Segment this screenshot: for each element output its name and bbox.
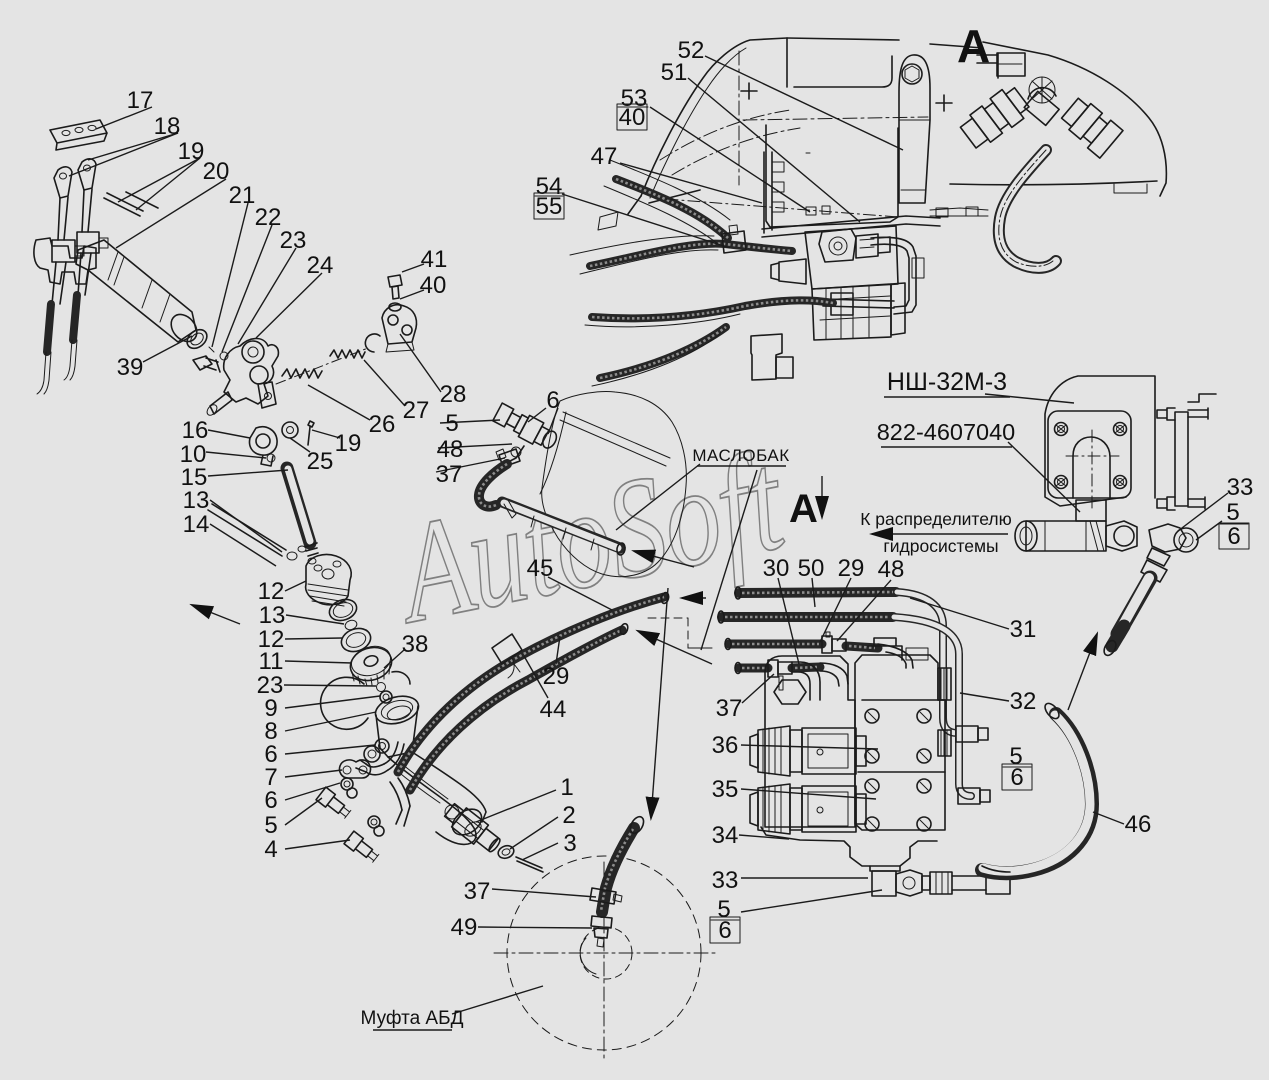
svg-text:35: 35 (712, 776, 739, 803)
svg-text:14: 14 (183, 511, 210, 538)
svg-text:40: 40 (619, 104, 646, 131)
svg-text:НШ-32М-3: НШ-32М-3 (887, 368, 1007, 396)
svg-text:29: 29 (543, 663, 570, 690)
svg-text:16: 16 (182, 417, 209, 444)
svg-text:50: 50 (798, 555, 825, 582)
svg-text:17: 17 (127, 87, 154, 114)
svg-text:6: 6 (546, 387, 559, 414)
svg-text:36: 36 (712, 732, 739, 759)
svg-text:13: 13 (259, 602, 286, 629)
svg-text:41: 41 (421, 246, 448, 273)
svg-text:822-4607040: 822-4607040 (877, 419, 1016, 445)
svg-text:46: 46 (1125, 811, 1152, 838)
svg-text:3: 3 (563, 830, 576, 857)
svg-text:11: 11 (259, 648, 284, 675)
svg-text:49: 49 (451, 914, 478, 941)
svg-text:5: 5 (1009, 743, 1022, 770)
svg-text:32: 32 (1010, 688, 1037, 715)
svg-text:28: 28 (440, 381, 467, 408)
svg-text:13: 13 (183, 487, 210, 514)
svg-text:31: 31 (1010, 616, 1037, 643)
svg-text:24: 24 (307, 252, 334, 279)
svg-text:48: 48 (878, 556, 905, 583)
svg-text:23: 23 (280, 227, 307, 254)
svg-text:18: 18 (154, 113, 181, 140)
svg-text:МАСЛОБАК: МАСЛОБАК (692, 446, 789, 465)
svg-text:12: 12 (258, 578, 285, 605)
svg-text:38: 38 (402, 631, 429, 658)
svg-text:27: 27 (403, 397, 430, 424)
svg-text:5: 5 (717, 896, 730, 923)
svg-text:37: 37 (436, 461, 463, 488)
svg-text:5: 5 (264, 812, 277, 839)
svg-text:39: 39 (117, 354, 144, 381)
svg-text:51: 51 (661, 59, 688, 86)
svg-text:33: 33 (1227, 474, 1254, 501)
svg-text:6: 6 (718, 917, 731, 944)
svg-text:6: 6 (1227, 523, 1240, 550)
svg-text:44: 44 (540, 696, 567, 723)
svg-text:23: 23 (257, 672, 284, 699)
svg-text:26: 26 (369, 411, 396, 438)
svg-text:20: 20 (203, 158, 230, 185)
svg-text:21: 21 (229, 182, 256, 209)
svg-text:8: 8 (264, 718, 277, 745)
svg-text:9: 9 (264, 695, 277, 722)
svg-text:5: 5 (445, 410, 458, 437)
svg-text:6: 6 (1010, 764, 1023, 791)
svg-text:19: 19 (335, 430, 362, 457)
svg-text:37: 37 (716, 695, 743, 722)
svg-text:7: 7 (264, 764, 277, 791)
svg-text:29: 29 (838, 555, 865, 582)
svg-text:6: 6 (264, 741, 277, 768)
svg-text:12: 12 (258, 626, 285, 653)
svg-text:1: 1 (560, 774, 573, 801)
svg-text:40: 40 (420, 272, 447, 299)
svg-text:19: 19 (178, 138, 205, 165)
svg-text:33: 33 (712, 867, 739, 894)
svg-text:2: 2 (562, 802, 575, 829)
svg-text:45: 45 (527, 555, 554, 582)
svg-text:К распределителю: К распределителю (860, 509, 1011, 529)
svg-text:10: 10 (180, 441, 207, 468)
svg-text:52: 52 (678, 37, 705, 64)
svg-text:6: 6 (264, 787, 277, 814)
svg-text:48: 48 (437, 436, 464, 463)
svg-text:25: 25 (307, 448, 334, 475)
svg-text:55: 55 (536, 193, 563, 220)
svg-text:A: A (789, 487, 818, 531)
svg-text:37: 37 (464, 878, 491, 905)
svg-text:A: A (957, 20, 990, 72)
svg-text:47: 47 (591, 143, 618, 170)
svg-text:22: 22 (255, 204, 282, 231)
svg-text:4: 4 (264, 836, 277, 863)
svg-text:34: 34 (712, 822, 739, 849)
svg-text:гидросистемы: гидросистемы (883, 536, 998, 556)
svg-text:30: 30 (763, 555, 790, 582)
svg-text:15: 15 (181, 464, 208, 491)
svg-text:Муфта АБД: Муфта АБД (361, 1008, 464, 1029)
svg-text:5: 5 (1226, 499, 1239, 526)
